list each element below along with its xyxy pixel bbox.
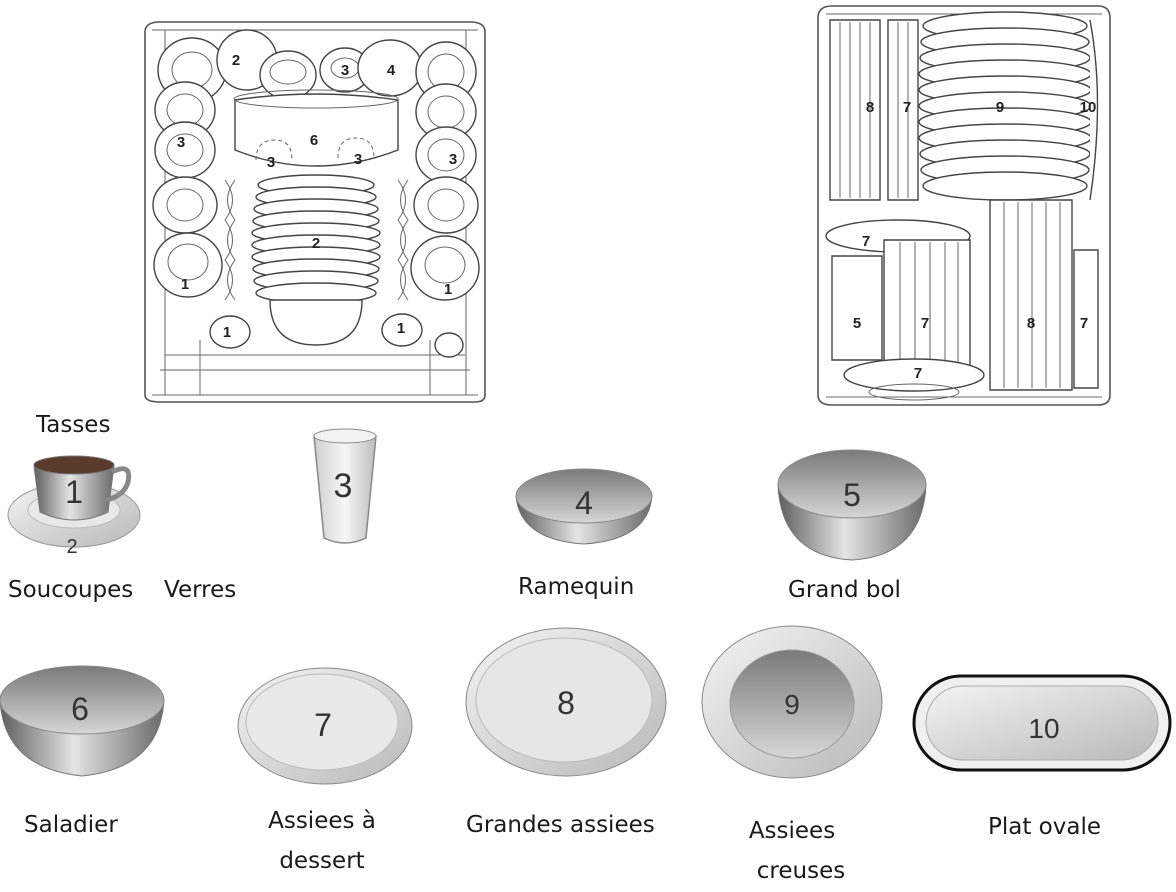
large-plate-number: 8 [557,685,575,721]
rack-label: 3 [267,154,275,171]
salad-bowl-label: Saladier [24,812,118,838]
rack-label: 3 [354,151,362,168]
large-plate-icon: 8 [465,627,667,777]
big-bowl-label: Grand bol [788,577,901,603]
salad-bowl-number: 6 [71,691,89,727]
oval-dish-number: 10 [1028,713,1059,744]
deep-plate-label-line1: Assiees [748,818,836,844]
rack-label: 1 [397,320,405,337]
big-bowl-icon: 5 [777,449,927,561]
rack-label: 8 [1027,315,1035,332]
cups-label: Tasses [36,412,111,438]
rack-label: 4 [387,62,396,79]
glasses-label: Verres [164,577,237,603]
cup-number: 1 [65,474,83,510]
rack-label: 7 [921,315,929,332]
rack-label: 5 [853,315,861,332]
left-rack-labels: 2 3 4 3 6 3 3 3 2 1 1 1 1 [177,52,457,341]
rack-label: 3 [449,151,457,168]
rack-label: 1 [223,324,231,341]
cup-and-saucer-icon: 1 2 [7,455,141,558]
ramekin-icon: 4 [515,468,653,545]
deep-plate-icon: 9 [701,625,883,779]
rack-label: 7 [1080,315,1088,332]
dessert-plate-icon: 7 [237,667,413,785]
oval-dish-label: Plat ovale [988,814,1102,840]
rack-label: 10 [1080,99,1097,116]
rack-label: 9 [996,99,1004,116]
rack-label: 3 [177,134,185,151]
rack-label: 3 [341,62,349,79]
saucer-number: 2 [66,536,77,558]
ramekin-number: 4 [575,485,593,521]
right-rack-labels: 8 7 9 10 7 5 7 8 7 7 [853,99,1097,382]
salad-bowl-icon: 6 [0,665,165,777]
rack-label: 2 [232,52,240,69]
rack-label: 1 [444,281,452,298]
dessert-plate-label-line2: dessert [279,848,365,874]
dessert-plate-number: 7 [314,707,332,743]
big-bowl-number: 5 [843,477,861,513]
dessert-plate-label-line1: Assiees à [268,808,376,834]
left-rack [144,21,486,403]
rack-label: 7 [862,233,870,250]
glass-number: 3 [334,467,353,505]
rack-label: 7 [903,99,911,116]
rack-label: 1 [181,276,189,293]
rack-label: 6 [310,132,318,149]
large-plate-label: Grandes assiees [466,812,655,838]
rack-label: 8 [866,99,874,116]
saucers-label: Soucoupes [8,577,134,603]
deep-plate-label-line2: creuses [756,858,846,884]
oval-dish-icon: 10 [912,674,1172,772]
glass-icon: 3 [313,428,377,544]
rack-label: 7 [914,365,922,382]
ramekin-label: Ramequin [518,574,635,600]
rack-label: 2 [312,235,320,252]
right-rack [817,5,1111,406]
deep-plate-number: 9 [784,689,800,720]
